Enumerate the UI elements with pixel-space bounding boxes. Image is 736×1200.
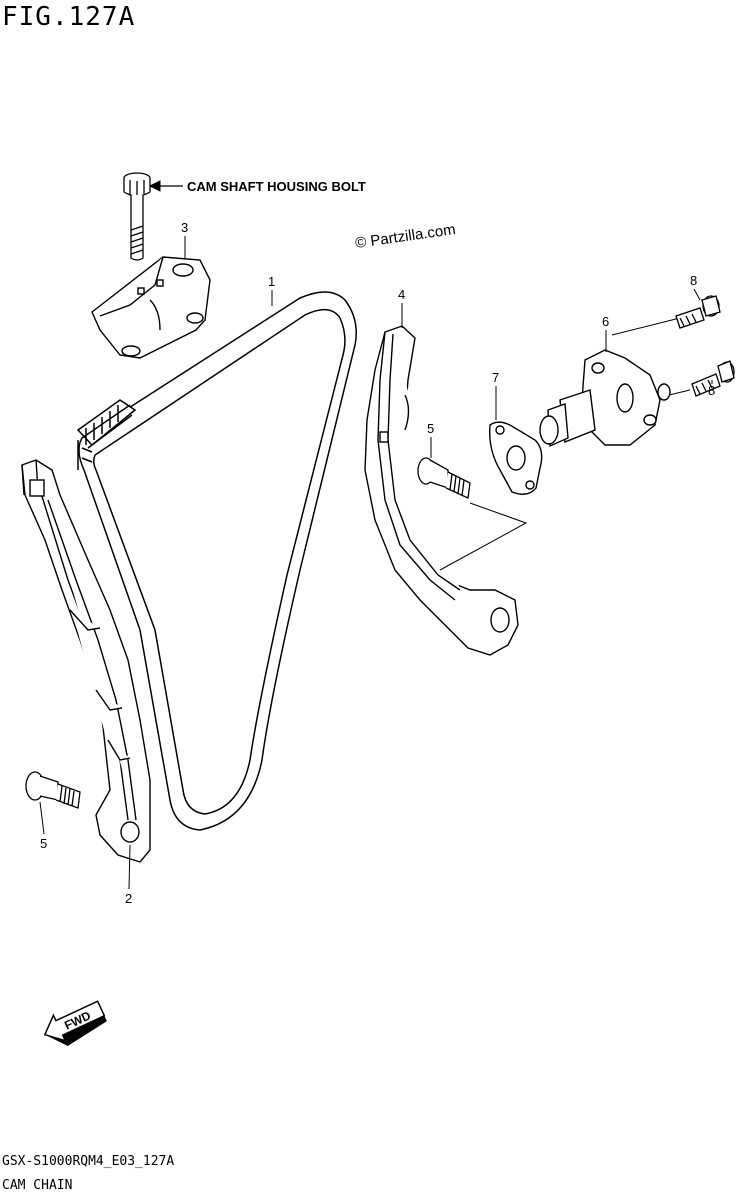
guide-bolt-left	[25, 771, 81, 809]
ref-label-5a: 5	[427, 421, 434, 436]
tensioner-bolt-lower	[691, 360, 735, 397]
leader-lines	[439, 317, 691, 571]
ref-label-7: 7	[492, 370, 499, 385]
tensioner-gasket	[489, 421, 543, 495]
ref-label-5b: 5	[40, 836, 47, 851]
callout-arrow	[148, 180, 183, 192]
cam-chain	[76, 291, 357, 831]
ref-label-2: 2	[125, 891, 132, 906]
fwd-arrow: FWD	[43, 1000, 107, 1047]
callout-label: CAM SHAFT HOUSING BOLT	[187, 179, 366, 194]
fig-title: FIG.127A	[2, 2, 136, 32]
footer-code: GSX-S1000RQM4_E03_127A	[2, 1154, 175, 1169]
cam-chain-tensioner	[539, 349, 671, 448]
guide-bolt-right	[417, 457, 471, 499]
ref-label-8b: 8	[708, 383, 715, 398]
footer-name: CAM CHAIN	[2, 1178, 73, 1193]
ref-label-1: 1	[268, 274, 275, 289]
reference-labels: 3 1 4 6 8 7 8 5 5 2	[40, 220, 715, 906]
ref-label-8a: 8	[690, 273, 697, 288]
cam-chain-guide	[21, 459, 151, 863]
cam-shaft-housing	[91, 256, 211, 359]
ref-label-4: 4	[398, 287, 405, 302]
ref-label-3: 3	[181, 220, 188, 235]
watermark: © Partzilla.com	[354, 221, 456, 252]
reference-leaders	[39, 236, 713, 890]
tensioner-bolt-upper	[675, 295, 721, 329]
ref-label-6: 6	[602, 314, 609, 329]
housing-bolt	[123, 172, 151, 261]
